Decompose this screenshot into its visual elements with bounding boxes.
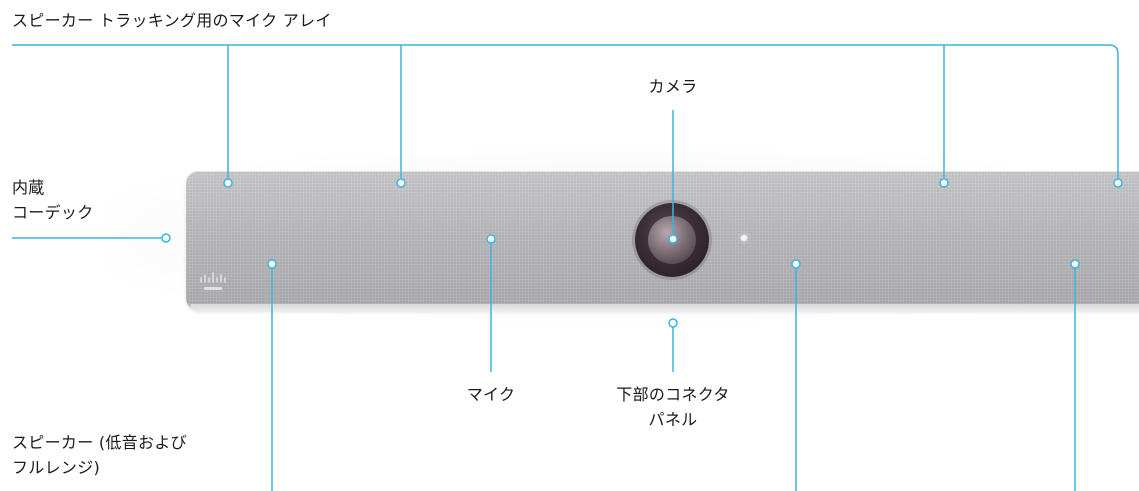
device-bottom-edge (190, 304, 1139, 312)
microphone-point (486, 234, 496, 244)
speaker-point-3 (1070, 259, 1080, 269)
microphone-label-text: マイク (466, 385, 516, 404)
speakers-label: スピーカー (低音および フルレンジ) (12, 430, 187, 480)
speaker-point-1 (267, 259, 277, 269)
connector-label-line2: パネル (648, 410, 698, 429)
indicator-light (741, 235, 747, 241)
connector-label-line1: 下部のコネクタ (616, 385, 730, 404)
camera-label: カメラ (649, 74, 698, 99)
connector-point (668, 318, 678, 328)
codec-label-line1: 内蔵 (12, 178, 45, 197)
microphone-label: マイク (467, 382, 516, 407)
mic-array-label: スピーカー トラッキング用のマイク アレイ (12, 8, 332, 33)
cisco-logo-icon (200, 272, 226, 290)
speakers-label-line1: スピーカー (低音および (12, 433, 187, 452)
camera-point (668, 234, 678, 244)
speakers-label-line2: フルレンジ) (12, 458, 101, 477)
mic-array-label-text: スピーカー トラッキング用のマイク アレイ (12, 11, 332, 30)
codec-point (161, 233, 171, 243)
mic-array-point-2 (396, 178, 406, 188)
camera-label-text: カメラ (648, 77, 698, 96)
codec-label: 内蔵 コーデック (12, 175, 94, 225)
connector-panel-label: 下部のコネクタ パネル (616, 382, 729, 432)
mic-array-bracket-line (12, 44, 1119, 178)
mic-array-point-1 (223, 178, 233, 188)
mic-array-point-3 (939, 178, 949, 188)
mic-array-point-4 (1113, 178, 1123, 188)
codec-label-line2: コーデック (12, 203, 94, 222)
speaker-point-2 (791, 259, 801, 269)
